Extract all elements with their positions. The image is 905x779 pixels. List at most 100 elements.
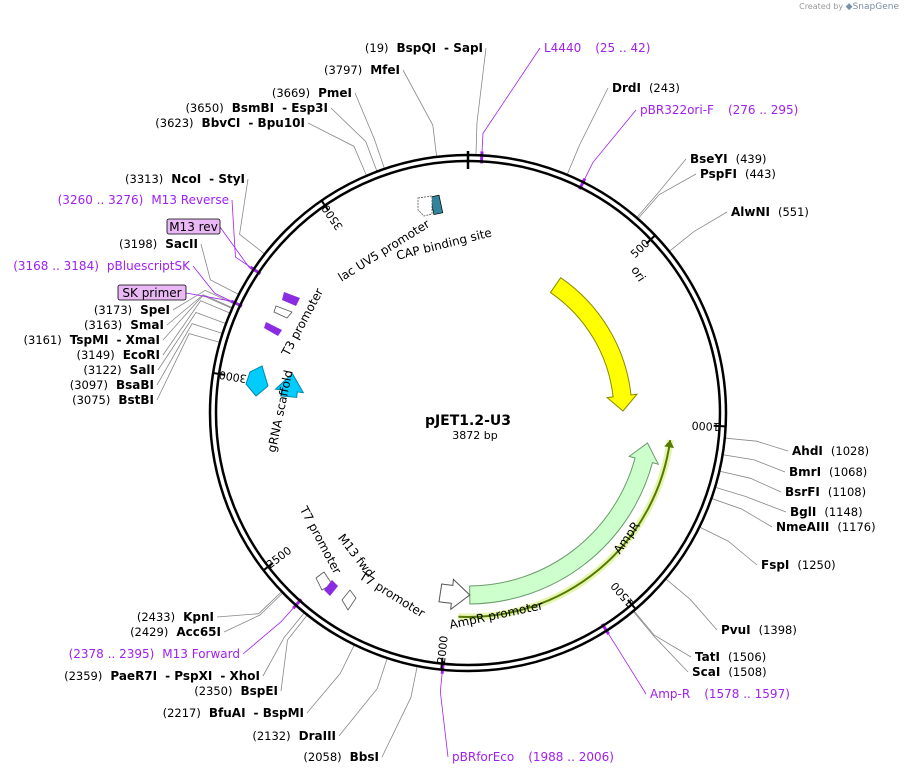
enzyme-name: - Bpu10I bbox=[248, 116, 305, 130]
site-leader-line bbox=[354, 92, 385, 170]
position-tick bbox=[262, 562, 274, 572]
feature-arrow[interactable] bbox=[438, 578, 471, 611]
enzyme-name: BsaBI bbox=[116, 378, 154, 392]
enzyme-name: MfeI bbox=[370, 63, 400, 77]
restriction-site-label[interactable]: (3313)NcoI- StyI bbox=[125, 172, 245, 186]
cap-binding-site-box[interactable] bbox=[429, 194, 444, 216]
lac-uv5-promoter-arrow[interactable] bbox=[417, 195, 433, 217]
site-position: (3669) bbox=[272, 86, 310, 100]
ampr-promoter-label: AmpR promoter bbox=[448, 598, 544, 632]
restriction-site-label[interactable]: (2058)BbsI bbox=[303, 750, 379, 764]
feature-arrow[interactable] bbox=[274, 372, 305, 398]
restriction-site-label[interactable]: BseYI(439) bbox=[690, 152, 767, 166]
primer-label[interactable]: (3260 .. 3276)M13 Reverse bbox=[58, 193, 229, 207]
site-leader-line bbox=[162, 295, 233, 341]
primer-name: M13 Reverse bbox=[151, 193, 229, 207]
site-leader-line bbox=[330, 107, 378, 172]
site-leader-line bbox=[172, 289, 235, 311]
site-position: (1508) bbox=[728, 665, 766, 679]
enzyme-name: AhdI bbox=[792, 444, 823, 458]
t7-promoter-label-right: T7 promoter bbox=[356, 568, 427, 620]
restriction-site-label[interactable]: FspI(1250) bbox=[761, 558, 836, 572]
restriction-site-label[interactable]: (3623)BbvCI- Bpu10I bbox=[155, 116, 305, 130]
primer-leader-line bbox=[192, 265, 232, 302]
restriction-site-label[interactable]: (3650)BsmBI- Esp3I bbox=[185, 101, 328, 115]
primer-label[interactable]: L4440(25 .. 42) bbox=[544, 41, 650, 55]
restriction-site-label[interactable]: DrdI(243) bbox=[612, 81, 680, 95]
restriction-site-label[interactable]: (19)BspQI- SapI bbox=[365, 41, 483, 55]
site-labels: (19)BspQI- SapI(3797)MfeI(3669)PmeI(3650… bbox=[13, 41, 875, 764]
restriction-site-label[interactable]: (2359)PaeR7I- PspXI- XhoI bbox=[64, 669, 260, 683]
restriction-site-label[interactable]: (3075)BstBI bbox=[72, 393, 154, 407]
enzyme-name: BfuAI bbox=[209, 706, 246, 720]
restriction-site-label[interactable]: (2429)Acc65I bbox=[130, 625, 221, 639]
restriction-site-label[interactable]: (2350)BspEI bbox=[194, 684, 278, 698]
enzyme-name: NcoI bbox=[171, 172, 201, 186]
restriction-site-label[interactable]: NmeAIII(1176) bbox=[776, 520, 876, 534]
t3-promoter-arrow[interactable] bbox=[273, 305, 293, 319]
site-position: (1068) bbox=[829, 465, 867, 479]
enzyme-name: EcoRI bbox=[123, 348, 160, 362]
boxed-primer-label[interactable]: SK primer bbox=[122, 286, 181, 300]
credit-prefix: Created by bbox=[799, 2, 844, 11]
restriction-site-label[interactable]: (2217)BfuAI- BspMI bbox=[163, 706, 304, 720]
m13-fwd-primer-arrow bbox=[324, 580, 338, 596]
restriction-site-label[interactable]: ScaI (1508) bbox=[692, 665, 767, 679]
restriction-site-label[interactable]: (2433)KpnI bbox=[137, 610, 214, 624]
primer-label[interactable]: (2378 .. 2395)M13 Forward bbox=[69, 647, 240, 661]
restriction-site-label[interactable]: AlwNI(551) bbox=[731, 205, 809, 219]
enzyme-name: BbvCI bbox=[202, 116, 241, 130]
restriction-site-label[interactable]: (3173)SpeI bbox=[94, 303, 170, 317]
enzyme-name: Acc65I bbox=[176, 625, 221, 639]
restriction-site-label[interactable]: (3097)BsaBI bbox=[70, 378, 154, 392]
enzyme-name: PspFI bbox=[700, 167, 737, 181]
leader-lines bbox=[156, 47, 789, 758]
boxed-primer-label[interactable]: M13 rev bbox=[169, 220, 218, 234]
restriction-site-label[interactable]: (3163)SmaI bbox=[84, 318, 164, 332]
position-tick bbox=[645, 234, 656, 245]
restriction-site-label[interactable]: (3669) PmeI bbox=[272, 86, 352, 100]
site-leader-line bbox=[719, 470, 782, 493]
feature-arrow[interactable] bbox=[549, 276, 639, 412]
restriction-site-label[interactable]: TatI(1506) bbox=[695, 650, 766, 664]
enzyme-name: PmeI bbox=[318, 86, 352, 100]
primer-name: L4440 bbox=[544, 41, 581, 55]
enzyme-name: - PspXI bbox=[165, 669, 212, 683]
position-tick-label: 3000 bbox=[218, 368, 248, 385]
restriction-site-label[interactable]: AhdI(1028) bbox=[792, 444, 869, 458]
site-leader-line bbox=[223, 592, 284, 633]
restriction-site-label[interactable]: (2132)DraIII bbox=[252, 729, 336, 743]
restriction-site-label[interactable]: (3122)SalI bbox=[83, 363, 155, 377]
grna-scaffold-arrow[interactable] bbox=[245, 365, 269, 397]
site-position: (443) bbox=[745, 167, 776, 181]
t7-promoter-arrow-right[interactable] bbox=[341, 589, 357, 611]
restriction-site-label[interactable]: (3161)TspMI- XmaI bbox=[24, 333, 160, 347]
primer-label[interactable]: (3168 .. 3184)pBluescriptSK bbox=[13, 259, 191, 273]
primer-label[interactable]: Amp-R(1578 .. 1597) bbox=[650, 687, 790, 701]
site-position: (1176) bbox=[837, 520, 875, 534]
enzyme-name: ScaI bbox=[692, 665, 720, 679]
enzyme-name: SalI bbox=[130, 363, 155, 377]
restriction-site-label[interactable]: PspFI (443) bbox=[700, 167, 776, 181]
primer-name: pBR322ori-F bbox=[640, 103, 714, 117]
primer-leader-line bbox=[481, 47, 541, 152]
position-tick-label: 2000 bbox=[435, 635, 451, 664]
primer-label[interactable]: pBR322ori-F(276 .. 295) bbox=[640, 103, 798, 117]
position-tick-label: 1500 bbox=[608, 579, 636, 609]
restriction-site-label[interactable]: BglI(1148) bbox=[790, 505, 863, 519]
restriction-site-label[interactable]: PvuI(1398) bbox=[721, 623, 797, 637]
enzyme-name: PaeR7I bbox=[110, 669, 157, 683]
restriction-site-label[interactable]: BsrFI(1108) bbox=[785, 485, 866, 499]
enzyme-name: PvuI bbox=[721, 623, 751, 637]
site-leader-line bbox=[633, 610, 692, 658]
restriction-site-label[interactable]: (3198)SacII bbox=[119, 237, 198, 251]
restriction-site-label[interactable]: (3149)EcoRI bbox=[76, 348, 160, 362]
ampr-orf-arrowhead bbox=[664, 440, 675, 449]
site-position: (3650) bbox=[185, 101, 223, 115]
primer-label[interactable]: pBRforEco(1988 .. 2006) bbox=[452, 750, 614, 764]
restriction-site-label[interactable]: (3797) MfeI bbox=[324, 63, 400, 77]
restriction-site-label[interactable]: BmrI(1068) bbox=[789, 465, 867, 479]
site-leader-line bbox=[632, 610, 689, 673]
site-position: (3797) bbox=[324, 63, 362, 77]
feature-arrow[interactable] bbox=[469, 442, 660, 605]
